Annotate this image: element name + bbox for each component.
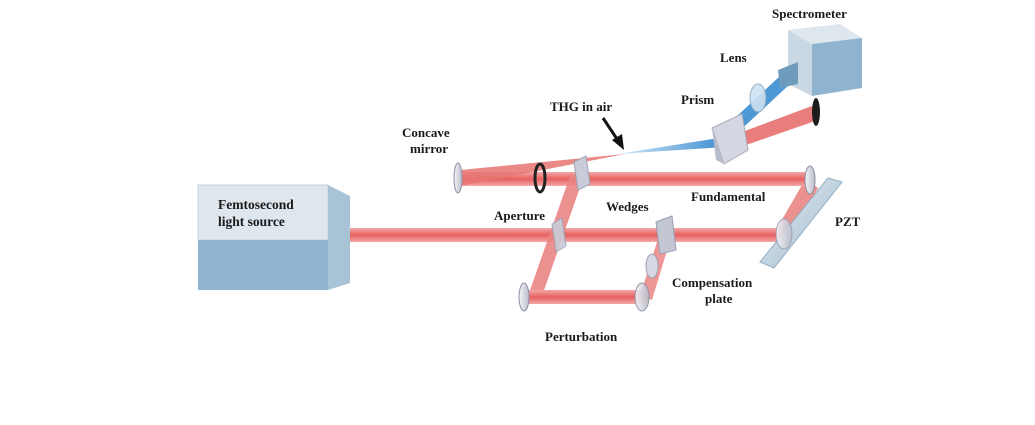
aperture-label: Aperture <box>494 208 545 223</box>
beam-dump <box>812 98 820 126</box>
perturbation-label: Perturbation <box>545 329 618 344</box>
fundamental-beam <box>460 172 810 186</box>
concave-mirror <box>453 162 463 194</box>
perturbation-beam-bottom <box>528 290 648 304</box>
thg-beam <box>618 137 725 154</box>
wedges-label: Wedges <box>606 199 649 214</box>
concave-mirror-label-line1: Concave <box>402 125 450 140</box>
prism-label: Prism <box>681 92 714 107</box>
spectrometer-label: Spectrometer <box>772 6 847 21</box>
lens-label: Lens <box>720 50 747 65</box>
femtosecond-light-source: Femtosecond light source <box>197 184 350 290</box>
spectrometer <box>778 24 862 96</box>
compensation-plate-label-line1: Compensation <box>672 275 753 290</box>
fundamental-label: Fundamental <box>691 189 766 204</box>
wedges <box>655 215 677 255</box>
pzt-label: PZT <box>835 214 861 229</box>
compensation-plate <box>645 253 659 279</box>
prism <box>711 113 749 165</box>
pzt-mirror <box>775 218 793 250</box>
source-label-line2: light source <box>218 214 285 229</box>
perturbation-mirror-right <box>634 282 650 312</box>
compensation-plate-label-line2: plate <box>705 291 733 306</box>
thg-arrow <box>601 117 624 150</box>
perturbation-mirror-left <box>518 282 530 312</box>
fundamental-mirror <box>804 165 816 195</box>
lens <box>749 83 767 113</box>
beam-splitter-top <box>573 155 591 191</box>
beam-splitter-middle <box>551 217 567 253</box>
thg-label: THG in air <box>550 99 612 114</box>
source-label-line1: Femtosecond <box>218 197 294 212</box>
aperture <box>533 162 547 194</box>
residual-red-beam <box>726 106 818 152</box>
concave-mirror-label-line2: mirror <box>410 141 448 156</box>
